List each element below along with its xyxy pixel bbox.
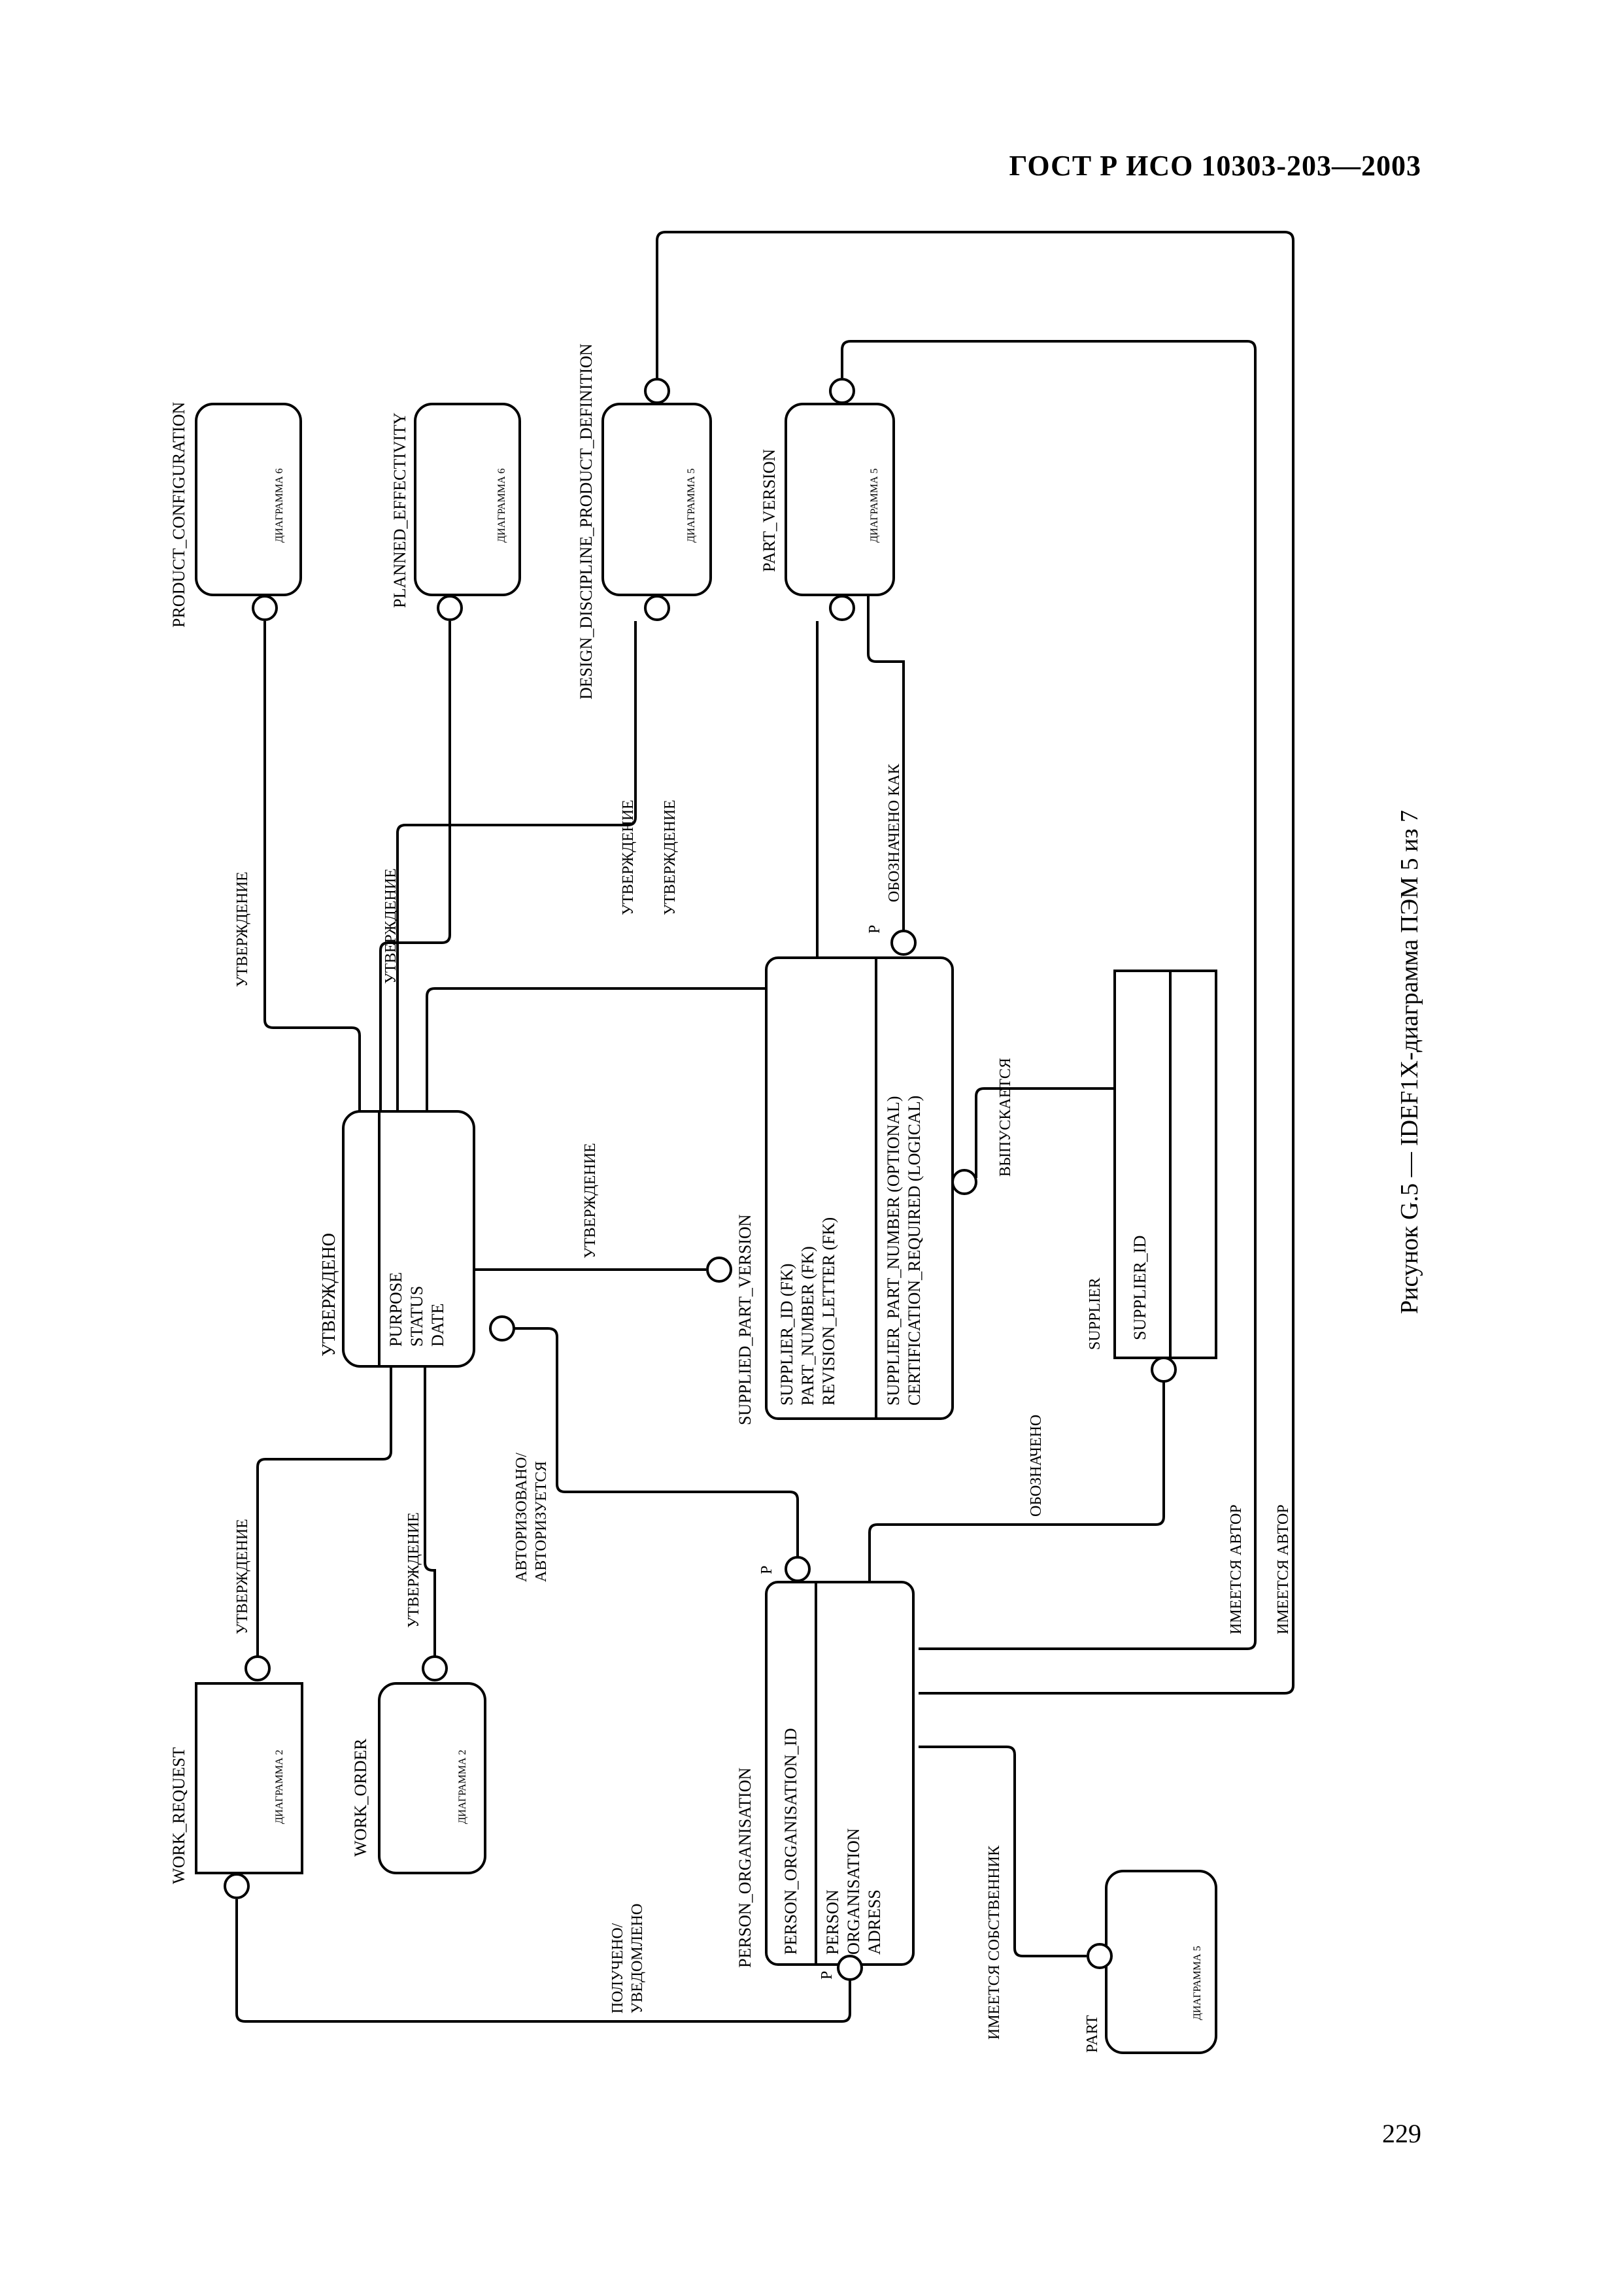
p-marker-po-top: P: [758, 1566, 775, 1574]
spv-attr-supplier-part-number: SUPPLIER_PART_NUMBER (OPTIONAL): [884, 1096, 903, 1406]
entity-texts: PRODUCT_CONFIGURATION ДИАГРАММА 6 PLANNE…: [169, 343, 1203, 2053]
label-has-author-2: ИМЕЕТСЯ АВТОР: [1275, 1504, 1292, 1634]
approved-attr-purpose: PURPOSE: [386, 1272, 405, 1347]
po-attr-person: PERSON: [823, 1889, 842, 1955]
approved-box: [342, 1110, 475, 1368]
entity-boxes: [195, 403, 1217, 2054]
supplier-key-id: SUPPLIER_ID: [1130, 1236, 1149, 1340]
label-issued: ВЫПУСКАЕТСЯ: [997, 1058, 1014, 1177]
part-version-ref: ДИАГРАММА 5: [869, 468, 880, 543]
work-request-ref: ДИАГРАММА 2: [274, 1749, 285, 1824]
entity-dividers: [378, 958, 1172, 1965]
planned-effectivity-ref: ДИАГРАММА 6: [496, 468, 507, 543]
label-designated-as: ОБОЗНАЧЕНО КАК: [886, 763, 903, 902]
work-order-title: WORK_ORDER: [351, 1738, 370, 1857]
product-configuration-box: [195, 403, 302, 596]
part-version-title: PART_VERSION: [760, 449, 779, 572]
p-marker-spv: P: [866, 925, 883, 934]
part-version-box: [785, 403, 895, 596]
planned-effectivity-title: PLANNED_EFFECTIVITY: [390, 413, 409, 608]
label-approval-5: УТВЕРЖДЕНИЕ: [582, 1143, 599, 1258]
label-received-line2: УВЕДОМЛЕНО: [629, 1904, 646, 2014]
product-configuration-title: PRODUCT_CONFIGURATION: [169, 402, 188, 628]
supplied-part-version-box: [765, 956, 954, 1420]
document-header: ГОСТ Р ИСО 10303-203—2003: [1009, 150, 1421, 182]
supplied-part-version-title: SUPPLIED_PART_VERSION: [736, 1214, 754, 1425]
part-ref: ДИАГРАММА 5: [1192, 1946, 1203, 2020]
person-organisation-title: PERSON_ORGANISATION: [736, 1768, 754, 1968]
supplier-title: SUPPLIER: [1087, 1277, 1104, 1350]
work-request-box: [195, 1682, 303, 1874]
p-marker-po-bottom: P: [819, 1971, 836, 1980]
spv-key-revision-letter: REVISION_LETTER (FK): [819, 1217, 838, 1406]
label-approval-2: УТВЕРЖДЕНИЕ: [382, 868, 399, 984]
label-authorized-line2: АВТОРИЗУЕТСЯ: [533, 1461, 550, 1582]
label-authorized-line1: АВТОРИЗОВАНО/: [513, 1453, 530, 1582]
relationship-endpoints: [224, 378, 1177, 1981]
po-attr-organisation: ORGANISATION: [844, 1828, 863, 1955]
po-key-id: PERSON_ORGANISATION_ID: [781, 1728, 800, 1955]
spv-attr-certification: CERTIFICATION_REQUIRED (LOGICAL): [905, 1096, 924, 1406]
label-received-line1: ПОЛУЧЕНО/: [609, 1923, 626, 2014]
label-approval-3: УТВЕРЖДЕНИЕ: [620, 800, 637, 915]
label-approval-7: УТВЕРЖДЕНИЕ: [405, 1512, 422, 1628]
approved-attr-status: STATUS: [407, 1286, 426, 1347]
label-has-author-1: ИМЕЕТСЯ АВТОР: [1228, 1504, 1245, 1634]
spv-key-part-number: PART_NUMBER (FK): [798, 1246, 817, 1406]
supplier-box: [1113, 970, 1217, 1359]
label-approval-1: УТВЕРЖДЕНИЕ: [234, 871, 251, 987]
figure-caption: Рисунок G.5 — IDEF1X-диаграмма ПЭМ 5 из …: [1396, 810, 1423, 1314]
design-discipline-box: [601, 403, 712, 596]
po-attr-adress: ADRESS: [865, 1889, 884, 1955]
spv-key-supplier-id: SUPPLIER_ID (FK): [777, 1264, 796, 1406]
design-discipline-ref: ДИАГРАММА 5: [686, 468, 697, 543]
label-has-owner: ИМЕЕТСЯ СОБСТВЕННИК: [986, 1845, 1003, 2040]
design-discipline-title: DESIGN_DISCIPLINE_PRODUCT_DEFINITION: [577, 343, 596, 700]
work-order-box: [378, 1682, 486, 1874]
approved-title: УТВЕРЖДЕНО: [319, 1233, 339, 1357]
product-configuration-ref: ДИАГРАММА 6: [274, 468, 285, 543]
page-number: 229: [1382, 2119, 1421, 2148]
approved-attr-date: DATE: [428, 1304, 447, 1347]
planned-effectivity-box: [414, 403, 521, 596]
label-designated: ОБОЗНАЧЕНО: [1028, 1415, 1045, 1517]
label-approval-6: УТВЕРЖДЕНИЕ: [234, 1519, 251, 1634]
label-approval-4: УТВЕРЖДЕНИЕ: [662, 800, 679, 915]
relationship-labels: УТВЕРЖДЕНИЕ УТВЕРЖДЕНИЕ УТВЕРЖДЕНИЕ УТВЕ…: [234, 763, 1292, 2040]
work-order-ref: ДИАГРАММА 2: [457, 1749, 468, 1824]
work-request-title: WORK_REQUEST: [169, 1747, 188, 1884]
part-title: PART: [1084, 2015, 1101, 2053]
